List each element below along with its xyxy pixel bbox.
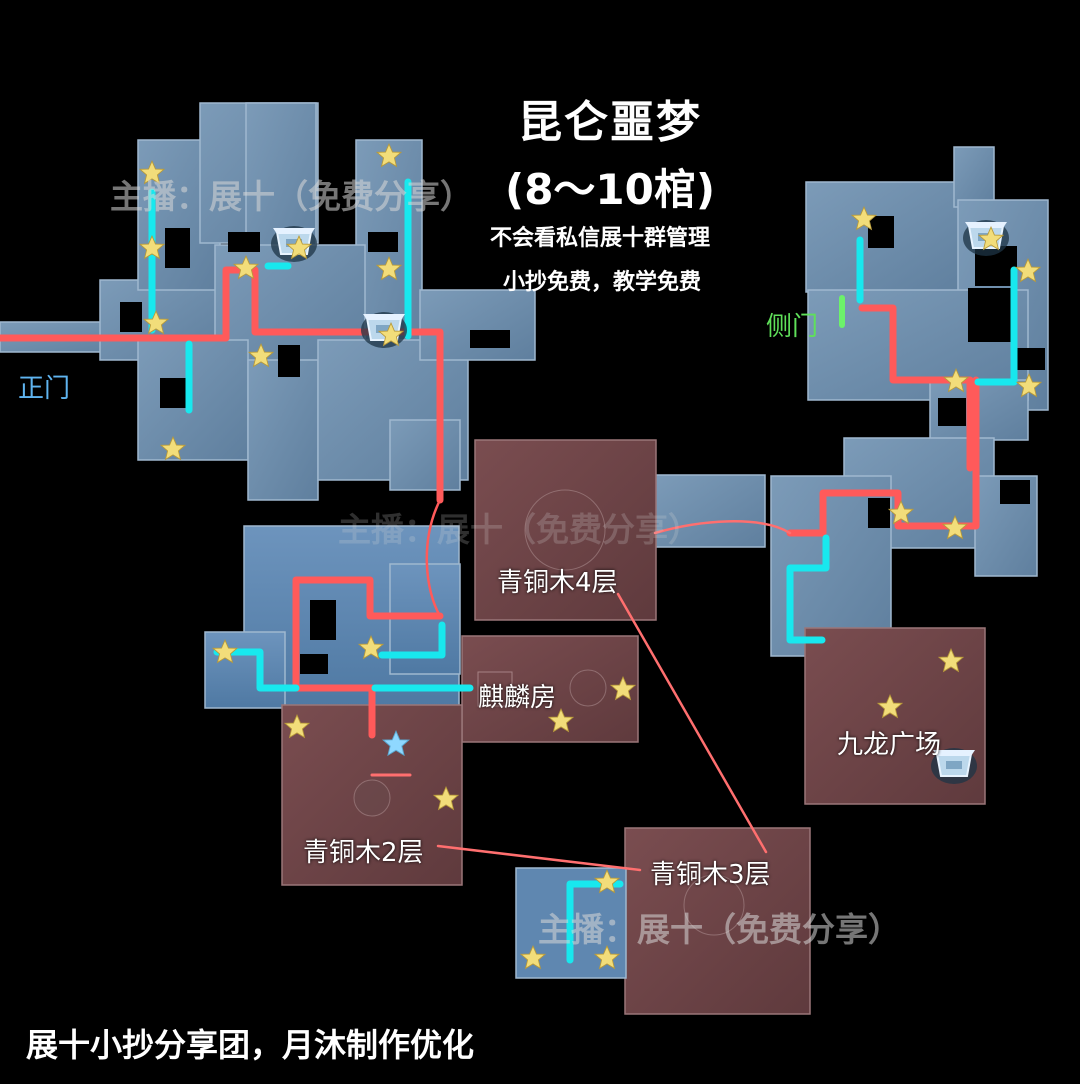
note-line-1: 不会看私信展十群管理 bbox=[490, 226, 711, 251]
route-red-thin-f2-f3 bbox=[436, 844, 642, 872]
route-red-thin-f4-f3 bbox=[616, 592, 768, 854]
room-label-jiulong: 九龙广场 bbox=[837, 730, 942, 760]
center-shadows bbox=[300, 600, 336, 674]
room-label-bronze-f4: 青铜木4层 bbox=[497, 568, 618, 598]
bronze-floor-decor bbox=[353, 489, 745, 936]
room-label-bronze-f3: 青铜木3层 bbox=[650, 860, 771, 890]
watermark: 主播：展十（免费分享） bbox=[338, 510, 701, 549]
route-cyan-center bbox=[213, 621, 474, 692]
room-label-bronze-f2: 青铜木2层 bbox=[303, 838, 424, 868]
main-gate-label: 正门 bbox=[18, 374, 71, 404]
route-cyan-right-2 bbox=[974, 266, 1018, 386]
watermark: 主播：展十（免费分享） bbox=[110, 177, 473, 216]
route-cyan-right-3 bbox=[786, 534, 830, 644]
room-label-qilin: 麒麟房 bbox=[478, 683, 557, 713]
watermark: 主播：展十（免费分享） bbox=[538, 910, 901, 949]
route-red-left bbox=[0, 266, 444, 504]
right-wing-shadows bbox=[868, 216, 1045, 528]
route-red-connector bbox=[425, 498, 442, 618]
route-red-thin-f4 bbox=[653, 520, 792, 535]
route-lines bbox=[0, 178, 1018, 964]
note-line-2: 小抄免费，教学免费 bbox=[503, 270, 702, 295]
left-wing-shadows bbox=[120, 228, 510, 408]
credit-text: 展十小抄分享团，月沐制作优化 bbox=[26, 1026, 475, 1064]
route-red-right bbox=[858, 304, 974, 472]
map-subtitle: (8～10棺) bbox=[505, 165, 716, 214]
side-gate-label: 侧门 bbox=[766, 312, 819, 342]
left-wing-rooms bbox=[0, 102, 536, 501]
map-title: 昆仑噩梦 bbox=[518, 97, 702, 148]
